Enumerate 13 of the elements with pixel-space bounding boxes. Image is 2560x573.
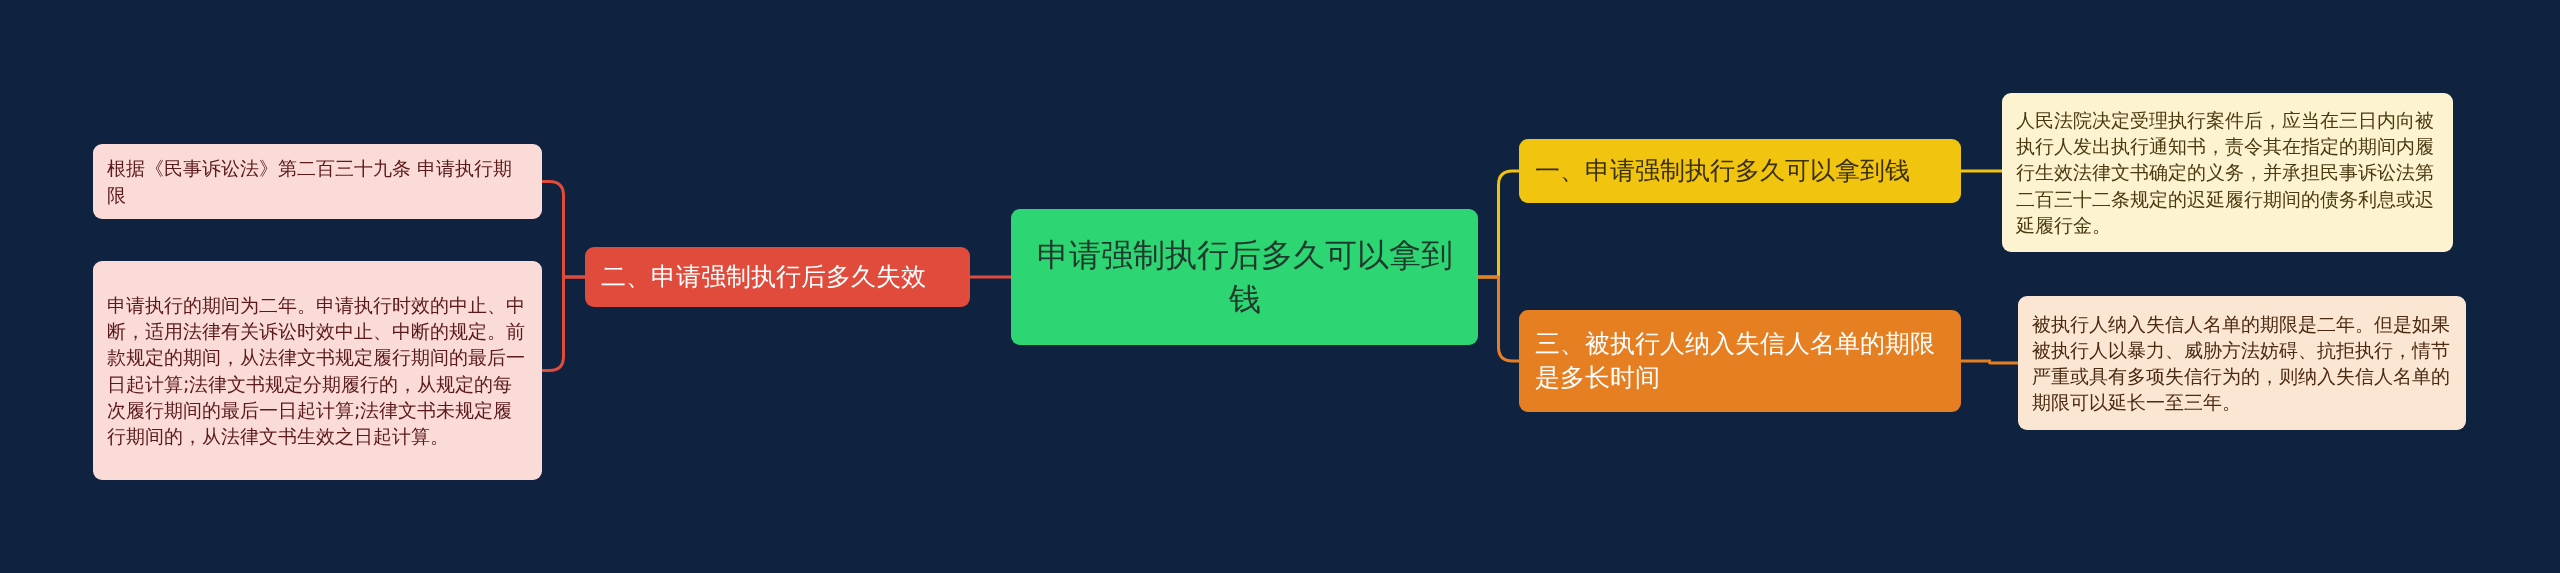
connector-line: [1961, 359, 2018, 365]
note-box: 被执行人纳入失信人名单的期限是二年。但是如果被执行人以暴力、威胁方法妨碍、抗拒执行，情节严重或具有多项失信行为的，则纳入失信人名单的期限可以延长一至三年。: [2018, 296, 2466, 430]
connector-line: [970, 275, 1011, 279]
subtopic-box: 一、申请强制执行多久可以拿到钱: [1519, 139, 1961, 203]
note-box: 申请执行的期间为二年。申请执行时效的中止、中断，适用法律有关诉讼时效中止、中断的规定。前款规定的期间，从法律文书规定履行期间的最后一日起计算;法律文书规定分期履行的，从规定的每次履行期间的最后一日起计算;法律文书未规定履行期间的，从法律文书生效之日起计算。: [93, 261, 542, 480]
subtopic-box: 三、被执行人纳入失信人名单的期限是多长时间: [1519, 310, 1961, 412]
subtopic-box: 二、申请强制执行后多久失效: [585, 247, 970, 307]
topic-box: 申请强制执行后多久可以拿到钱: [1011, 209, 1478, 345]
note-box: 根据《民事诉讼法》第二百三十九条 申请执行期限: [93, 144, 542, 219]
connector-line: [1961, 169, 2002, 173]
connector-line: [1478, 275, 1519, 363]
note-box: 人民法院决定受理执行案件后，应当在三日内向被执行人发出执行通知书，责令其在指定的期间内履行生效法律文书确定的义务，并承担民事诉讼法第二百三十二条规定的迟延履行期间的债务利息或迟延履行金。: [2002, 93, 2453, 252]
connector-line: [542, 275, 585, 372]
